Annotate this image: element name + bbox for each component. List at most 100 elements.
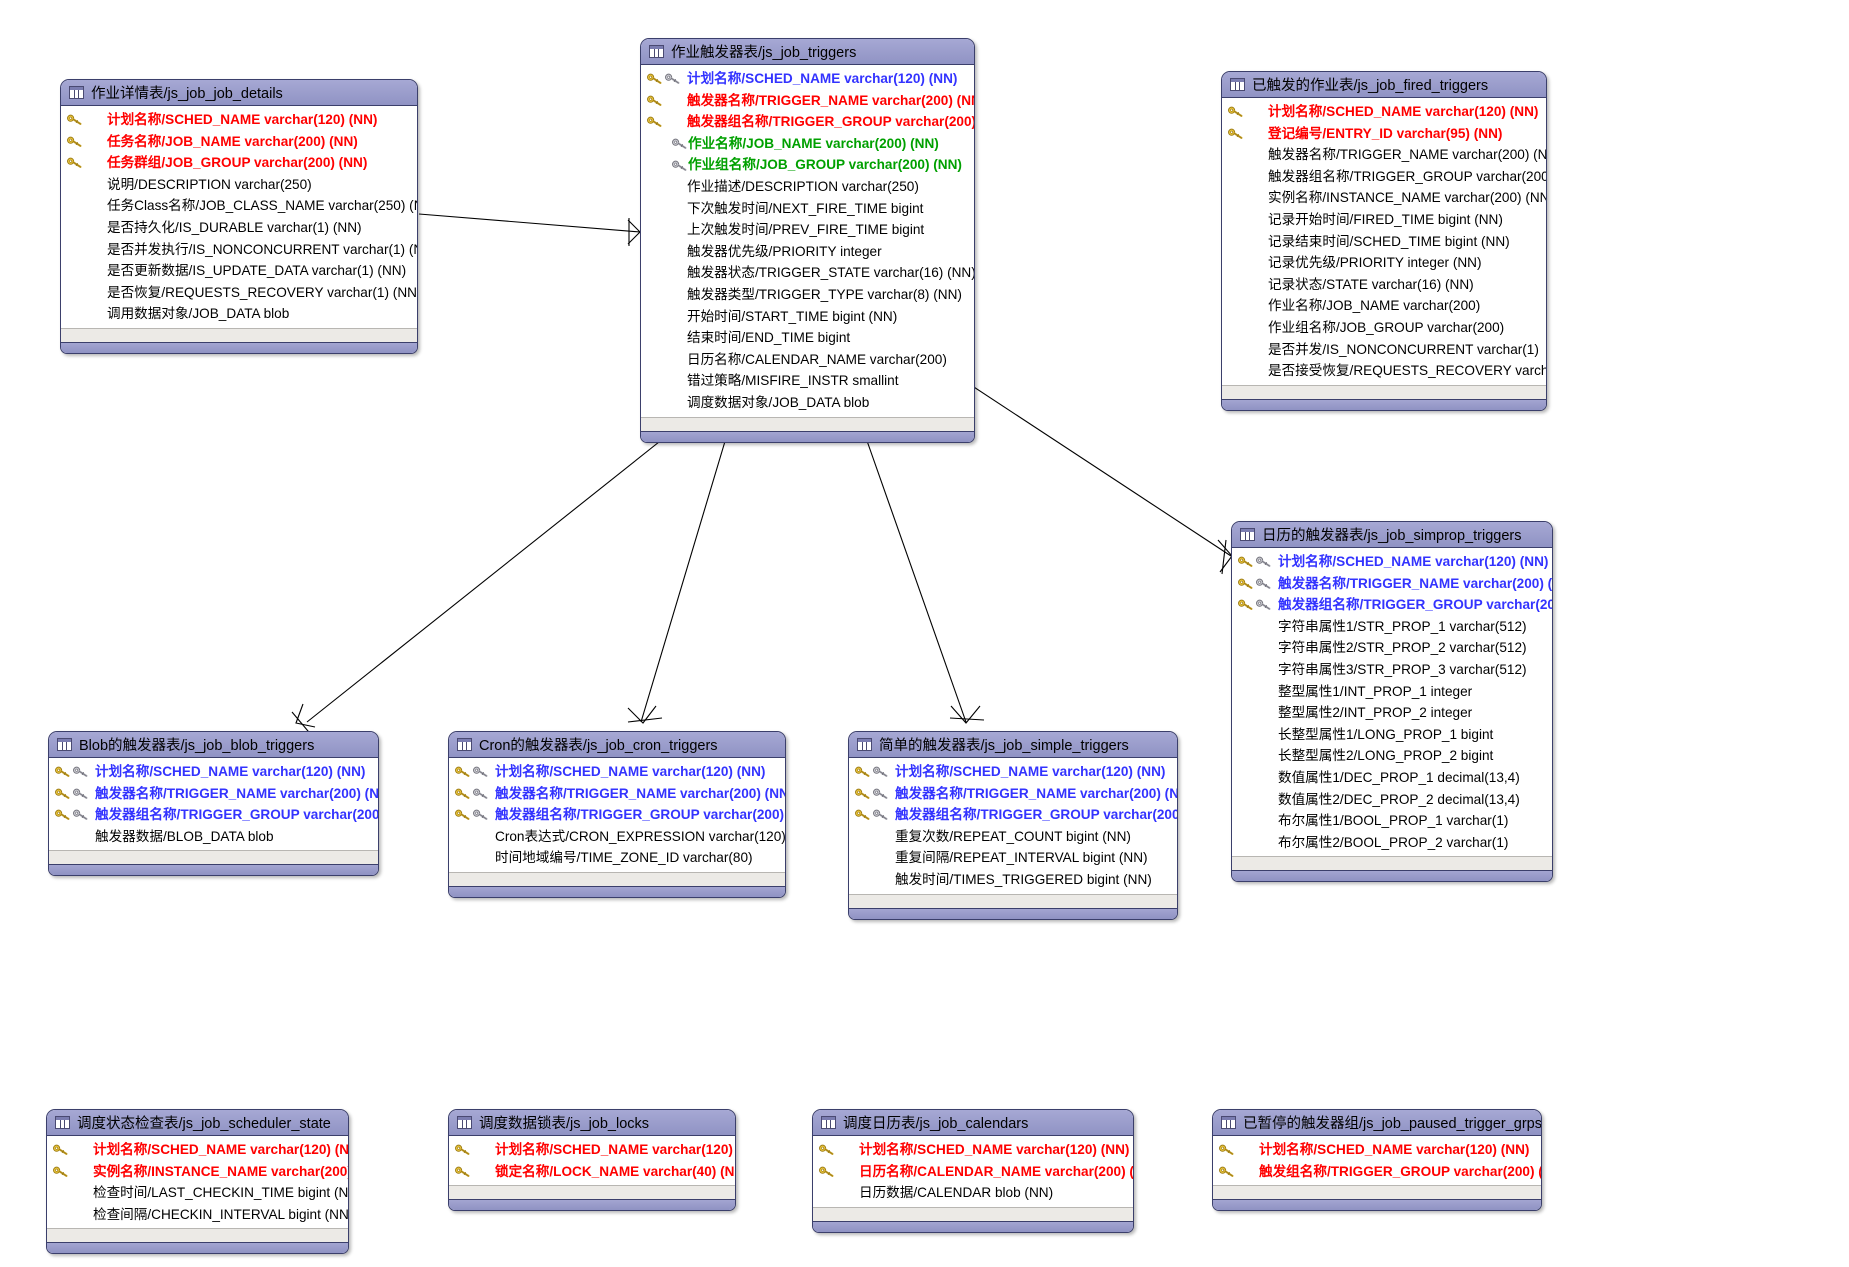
field-row[interactable]: 整型属性1/INT_PROP_1 integer (1232, 681, 1552, 703)
field-row[interactable]: 调度数据对象/JOB_DATA blob (641, 392, 974, 414)
field-row[interactable]: Cron表达式/CRON_EXPRESSION varchar(120) (NN… (449, 826, 785, 848)
field-row[interactable]: 触发时间/TIMES_TRIGGERED bigint (NN) (849, 869, 1177, 891)
field-row[interactable]: 布尔属性2/BOOL_PROP_2 varchar(1) (1232, 832, 1552, 854)
field-row[interactable]: 字符串属性2/STR_PROP_2 varchar(512) (1232, 637, 1552, 659)
entity-scheduler_state[interactable]: 调度状态检查表/js_job_scheduler_state 计划名称/SCHED… (46, 1109, 349, 1255)
field-row[interactable]: 作业组名称/JOB_GROUP varchar(200) (NN) (641, 154, 974, 176)
field-row[interactable]: 长整型属性1/LONG_PROP_1 bigint (1232, 724, 1552, 746)
field-row[interactable]: 日历名称/CALENDAR_NAME varchar(200) (641, 349, 974, 371)
entity-locks[interactable]: 调度数据锁表/js_job_locks 计划名称/SCHED_NAME varch… (448, 1109, 736, 1212)
field-row[interactable]: 作业名称/JOB_NAME varchar(200) (NN) (641, 133, 974, 155)
field-row[interactable]: 任务群组/JOB_GROUP varchar(200) (NN) (61, 152, 417, 174)
entity-header-locks[interactable]: 调度数据锁表/js_job_locks (449, 1110, 735, 1136)
entity-header-cron_triggers[interactable]: Cron的触发器表/js_job_cron_triggers (449, 732, 785, 758)
field-row[interactable]: 是否接受恢复/REQUESTS_RECOVERY varchar(1) (1222, 360, 1546, 382)
field-row[interactable]: 记录结束时间/SCHED_TIME bigint (NN) (1222, 231, 1546, 253)
entity-header-simple_triggers[interactable]: 简单的触发器表/js_job_simple_triggers (849, 732, 1177, 758)
field-row[interactable]: 上次触发时间/PREV_FIRE_TIME bigint (641, 219, 974, 241)
field-row[interactable]: 触发组名称/TRIGGER_GROUP varchar(200) (NN) (1213, 1161, 1541, 1183)
entity-paused_trigger_grps[interactable]: 已暂停的触发器组/js_job_paused_trigger_grps 计划名称/… (1212, 1109, 1542, 1212)
field-row[interactable]: 触发器组名称/TRIGGER_GROUP varchar(200) (NN) (1232, 594, 1552, 616)
field-row[interactable]: 触发器数据/BLOB_DATA blob (49, 826, 378, 848)
field-row[interactable]: 触发器名称/TRIGGER_NAME varchar(200) (NN) (1232, 573, 1552, 595)
field-row[interactable]: 数值属性2/DEC_PROP_2 decimal(13,4) (1232, 789, 1552, 811)
field-row[interactable]: 计划名称/SCHED_NAME varchar(120) (NN) (1232, 551, 1552, 573)
field-row[interactable]: 字符串属性1/STR_PROP_1 varchar(512) (1232, 616, 1552, 638)
entity-cron_triggers[interactable]: Cron的触发器表/js_job_cron_triggers 计划名称/SCHED… (448, 731, 786, 898)
field-row[interactable]: 计划名称/SCHED_NAME varchar(120) (NN) (1213, 1139, 1541, 1161)
entity-job_triggers[interactable]: 作业触发器表/js_job_triggers 计划名称/SCHED_NAME va… (640, 38, 975, 443)
field-row[interactable]: 触发器组名称/TRIGGER_GROUP varchar(200) (NN) (449, 804, 785, 826)
field-row[interactable]: 计划名称/SCHED_NAME varchar(120) (NN) (813, 1139, 1133, 1161)
field-row[interactable]: 时间地域编号/TIME_ZONE_ID varchar(80) (449, 847, 785, 869)
field-row[interactable]: 是否并发/IS_NONCONCURRENT varchar(1) (1222, 339, 1546, 361)
field-row[interactable]: 开始时间/START_TIME bigint (NN) (641, 306, 974, 328)
field-row[interactable]: 锁定名称/LOCK_NAME varchar(40) (NN) (449, 1161, 735, 1183)
entity-header-job_triggers[interactable]: 作业触发器表/js_job_triggers (641, 39, 974, 65)
field-row[interactable]: 计划名称/SCHED_NAME varchar(120) (NN) (47, 1139, 348, 1161)
field-row[interactable]: 计划名称/SCHED_NAME varchar(120) (NN) (1222, 101, 1546, 123)
entity-header-fired_triggers[interactable]: 已触发的作业表/js_job_fired_triggers (1222, 72, 1546, 98)
entity-fired_triggers[interactable]: 已触发的作业表/js_job_fired_triggers 计划名称/SCHED_… (1221, 71, 1547, 411)
field-row[interactable]: 触发器名称/TRIGGER_NAME varchar(200) (NN) (849, 783, 1177, 805)
entity-blob_triggers[interactable]: Blob的触发器表/js_job_blob_triggers 计划名称/SCHED… (48, 731, 379, 877)
entity-header-paused_trigger_grps[interactable]: 已暂停的触发器组/js_job_paused_trigger_grps (1213, 1110, 1541, 1136)
field-row[interactable]: 是否恢复/REQUESTS_RECOVERY varchar(1) (NN) (61, 282, 417, 304)
field-row[interactable]: 触发器名称/TRIGGER_NAME varchar(200) (NN) (449, 783, 785, 805)
field-row[interactable]: 作业描述/DESCRIPTION varchar(250) (641, 176, 974, 198)
entity-header-job_details[interactable]: 作业详情表/js_job_job_details (61, 80, 417, 106)
field-row[interactable]: 整型属性2/INT_PROP_2 integer (1232, 702, 1552, 724)
field-row[interactable]: 作业名称/JOB_NAME varchar(200) (1222, 295, 1546, 317)
field-row[interactable]: 触发器组名称/TRIGGER_GROUP varchar(200) (NN) (49, 804, 378, 826)
field-row[interactable]: 数值属性1/DEC_PROP_1 decimal(13,4) (1232, 767, 1552, 789)
field-row[interactable]: 计划名称/SCHED_NAME varchar(120) (NN) (849, 761, 1177, 783)
field-row[interactable]: 作业组名称/JOB_GROUP varchar(200) (1222, 317, 1546, 339)
entity-job_details[interactable]: 作业详情表/js_job_job_details 计划名称/SCHED_NAME … (60, 79, 418, 354)
field-row[interactable]: 错过策略/MISFIRE_INSTR smallint (641, 370, 974, 392)
field-row[interactable]: 重复间隔/REPEAT_INTERVAL bigint (NN) (849, 847, 1177, 869)
field-row[interactable]: 调用数据对象/JOB_DATA blob (61, 303, 417, 325)
field-row[interactable]: 计划名称/SCHED_NAME varchar(120) (NN) (449, 1139, 735, 1161)
field-row[interactable]: 说明/DESCRIPTION varchar(250) (61, 174, 417, 196)
field-row[interactable]: 是否更新数据/IS_UPDATE_DATA varchar(1) (NN) (61, 260, 417, 282)
entity-calendars[interactable]: 调度日历表/js_job_calendars 计划名称/SCHED_NAME va… (812, 1109, 1134, 1233)
field-row[interactable]: 计划名称/SCHED_NAME varchar(120) (NN) (49, 761, 378, 783)
field-row[interactable]: 检查时间/LAST_CHECKIN_TIME bigint (NN) (47, 1182, 348, 1204)
field-row[interactable]: 计划名称/SCHED_NAME varchar(120) (NN) (449, 761, 785, 783)
field-row[interactable]: 触发器优先级/PRIORITY integer (641, 241, 974, 263)
field-row[interactable]: 布尔属性1/BOOL_PROP_1 varchar(1) (1232, 810, 1552, 832)
field-row[interactable]: 字符串属性3/STR_PROP_3 varchar(512) (1232, 659, 1552, 681)
entity-header-simprop_triggers[interactable]: 日历的触发器表/js_job_simprop_triggers (1232, 522, 1552, 548)
field-row[interactable]: 重复次数/REPEAT_COUNT bigint (NN) (849, 826, 1177, 848)
field-row[interactable]: 实例名称/INSTANCE_NAME varchar(200) (NN) (1222, 187, 1546, 209)
field-row[interactable]: 触发器类型/TRIGGER_TYPE varchar(8) (NN) (641, 284, 974, 306)
field-row[interactable]: 触发器组名称/TRIGGER_GROUP varchar(200) (NN) (849, 804, 1177, 826)
field-row[interactable]: 是否持久化/IS_DURABLE varchar(1) (NN) (61, 217, 417, 239)
entity-simple_triggers[interactable]: 简单的触发器表/js_job_simple_triggers 计划名称/SCHED… (848, 731, 1178, 920)
field-row[interactable]: 长整型属性2/LONG_PROP_2 bigint (1232, 745, 1552, 767)
field-row[interactable]: 触发器名称/TRIGGER_NAME varchar(200) (NN) (1222, 144, 1546, 166)
field-row[interactable]: 触发器状态/TRIGGER_STATE varchar(16) (NN) (641, 262, 974, 284)
entity-header-scheduler_state[interactable]: 调度状态检查表/js_job_scheduler_state (47, 1110, 348, 1136)
field-row[interactable]: 触发器组名称/TRIGGER_GROUP varchar(200) (NN) (641, 111, 974, 133)
field-row[interactable]: 计划名称/SCHED_NAME varchar(120) (NN) (641, 68, 974, 90)
field-row[interactable]: 记录开始时间/FIRED_TIME bigint (NN) (1222, 209, 1546, 231)
entity-header-calendars[interactable]: 调度日历表/js_job_calendars (813, 1110, 1133, 1136)
field-row[interactable]: 实例名称/INSTANCE_NAME varchar(200) (NN) (47, 1161, 348, 1183)
field-row[interactable]: 记录优先级/PRIORITY integer (NN) (1222, 252, 1546, 274)
field-row[interactable]: 记录状态/STATE varchar(16) (NN) (1222, 274, 1546, 296)
field-row[interactable]: 日历名称/CALENDAR_NAME varchar(200) (NN) (813, 1161, 1133, 1183)
field-row[interactable]: 登记编号/ENTRY_ID varchar(95) (NN) (1222, 123, 1546, 145)
field-row[interactable]: 是否并发执行/IS_NONCONCURRENT varchar(1) (NN) (61, 239, 417, 261)
field-row[interactable]: 触发器组名称/TRIGGER_GROUP varchar(200) (NN) (1222, 166, 1546, 188)
entity-header-blob_triggers[interactable]: Blob的触发器表/js_job_blob_triggers (49, 732, 378, 758)
field-row[interactable]: 计划名称/SCHED_NAME varchar(120) (NN) (61, 109, 417, 131)
field-row[interactable]: 任务名称/JOB_NAME varchar(200) (NN) (61, 131, 417, 153)
field-row[interactable]: 检查间隔/CHECKIN_INTERVAL bigint (NN) (47, 1204, 348, 1226)
field-row[interactable]: 任务Class名称/JOB_CLASS_NAME varchar(250) (N… (61, 195, 417, 217)
field-row[interactable]: 触发器名称/TRIGGER_NAME varchar(200) (NN) (641, 90, 974, 112)
field-row[interactable]: 日历数据/CALENDAR blob (NN) (813, 1182, 1133, 1204)
field-row[interactable]: 结束时间/END_TIME bigint (641, 327, 974, 349)
entity-simprop_triggers[interactable]: 日历的触发器表/js_job_simprop_triggers 计划名称/SCHE… (1231, 521, 1553, 883)
field-row[interactable]: 触发器名称/TRIGGER_NAME varchar(200) (NN) (49, 783, 378, 805)
